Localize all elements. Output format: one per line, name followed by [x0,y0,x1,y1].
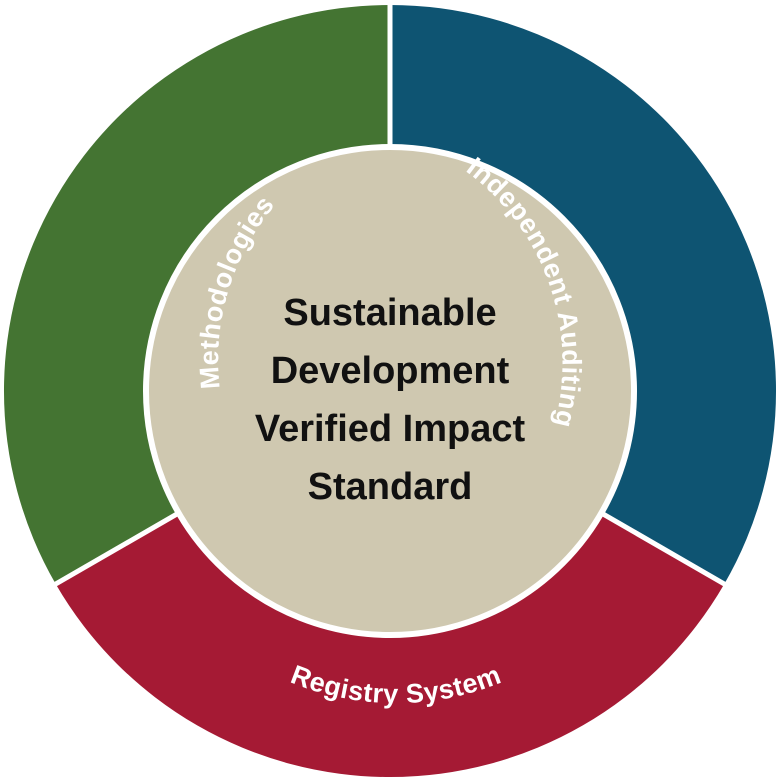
segment-registry-system [55,511,725,778]
divider-lower-right [597,509,729,588]
center-title: Sustainable Development Verified Impact … [255,292,526,508]
center-title-line-2: Development [271,350,510,392]
segment-independent-auditing [390,4,777,584]
center-circle [143,144,637,638]
center-title-line-1: Sustainable [283,292,496,334]
center-title-line-4: Standard [308,466,473,508]
center-title-line-3: Verified Impact [255,408,526,450]
segment-methodologies [3,4,390,584]
divider-lower-left [51,509,183,588]
segment-dividers [51,2,729,588]
